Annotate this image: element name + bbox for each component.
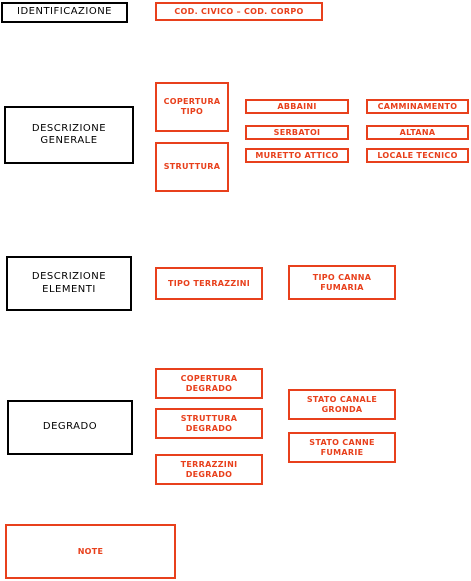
abbaini-field[interactable]: ABBAINI [245, 99, 349, 114]
struttura-field[interactable]: STRUTTURA [155, 142, 229, 192]
descrizione-elementi-box: DESCRIZIONE ELEMENTI [6, 256, 132, 311]
note-field[interactable]: NOTE [5, 524, 176, 579]
muretto-attico-field[interactable]: MURETTO ATTICO [245, 148, 349, 163]
serbatoi-field[interactable]: SERBATOI [245, 125, 349, 140]
descrizione-generale-box: DESCRIZIONE GENERALE [4, 106, 134, 164]
degrado-box: DEGRADO [7, 400, 133, 455]
stato-canne-fumarie-field[interactable]: STATO CANNE FUMARIE [288, 432, 396, 463]
locale-tecnico-field[interactable]: LOCALE TECNICO [366, 148, 469, 163]
tipo-canna-fumaria-field[interactable]: TIPO CANNA FUMARIA [288, 265, 396, 300]
stato-canale-gronda-field[interactable]: STATO CANALE GRONDA [288, 389, 396, 420]
terrazzini-degrado-field[interactable]: TERRAZZINI DEGRADO [155, 454, 263, 485]
tipo-terrazzini-field[interactable]: TIPO TERRAZZINI [155, 267, 263, 300]
identificazione-box: IDENTIFICAZIONE [1, 2, 128, 23]
cod-civico-field[interactable]: COD. CIVICO – COD. CORPO [155, 2, 323, 21]
altana-field[interactable]: ALTANA [366, 125, 469, 140]
camminamento-field[interactable]: CAMMINAMENTO [366, 99, 469, 114]
struttura-degrado-field[interactable]: STRUTTURA DEGRADO [155, 408, 263, 439]
copertura-tipo-field[interactable]: COPERTURA TIPO [155, 82, 229, 132]
copertura-degrado-field[interactable]: COPERTURA DEGRADO [155, 368, 263, 399]
